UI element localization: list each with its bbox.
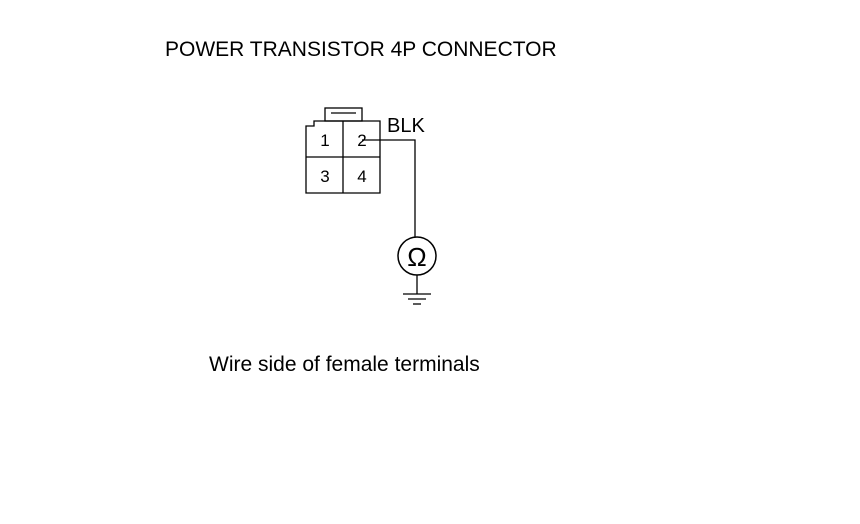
connector-latch [324, 107, 363, 122]
ohmmeter-icon: Ω [397, 236, 437, 276]
ohm-symbol: Ω [407, 242, 426, 272]
terminal-4-label: 4 [357, 167, 366, 186]
terminal-3-label: 3 [320, 167, 329, 186]
test-lead-wire [362, 139, 416, 237]
diagram-title: POWER TRANSISTOR 4P CONNECTOR [165, 38, 557, 61]
connector-body [305, 120, 381, 194]
connector-4p [305, 107, 381, 194]
terminal-1-label: 1 [320, 131, 329, 150]
ground-icon [403, 293, 431, 305]
wire-color-label: BLK [387, 115, 425, 137]
diagram-caption: Wire side of female terminals [209, 353, 480, 376]
